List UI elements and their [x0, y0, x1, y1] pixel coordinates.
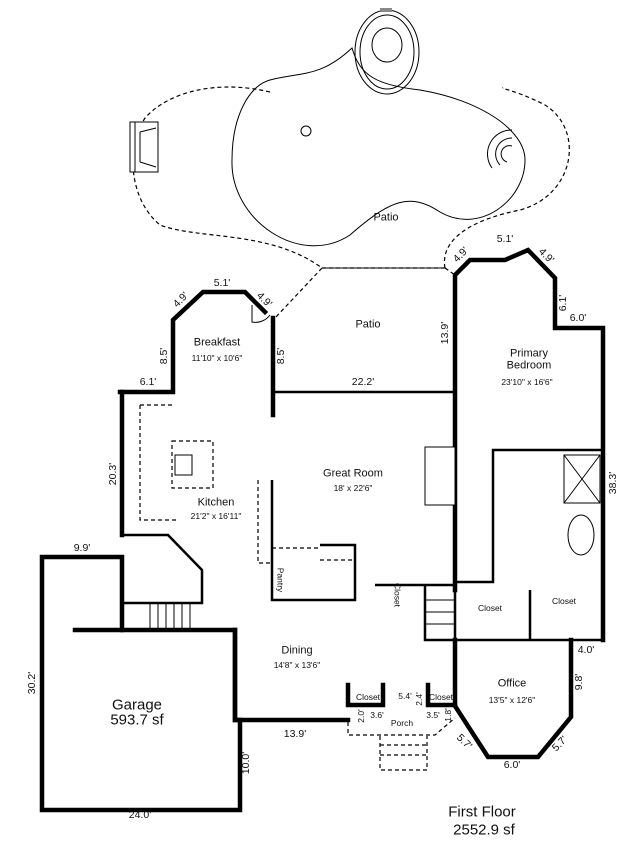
dim-bedroom-step: 6.0': [569, 311, 587, 324]
office-size: 13'5" x 12'6": [488, 694, 536, 705]
bathtub: [567, 514, 595, 556]
pool-outline: [231, 47, 526, 247]
dining-label: Dining: [281, 644, 313, 657]
garage-area: 593.7 sf: [110, 711, 164, 729]
primary-bedroom-size: 23'10" x 16'6": [501, 376, 553, 387]
great-room-size: 18' x 22'6": [333, 482, 373, 493]
dim-dining-bottom: 13.9': [283, 727, 307, 740]
spa-inner: [359, 14, 415, 90]
closet-1-label: Closet: [477, 602, 503, 613]
dim-porch-left-width: 3.6': [370, 709, 384, 720]
pool-steps: [486, 129, 513, 169]
floor-title: First Floor: [448, 803, 516, 821]
dim-porch-left-depth: 2.0': [355, 709, 366, 723]
cooktop-icon: [174, 454, 193, 476]
spa-jet: [380, 8, 392, 12]
patio-outer-label: Patio: [373, 211, 399, 224]
kitchen-size: 21'2" x 16'11": [190, 510, 242, 521]
dim-porch-right-depth: 2.4': [413, 692, 424, 706]
dim-porch-right-width: 3.5': [426, 709, 440, 720]
dim-east-wall: 38.3': [606, 471, 619, 495]
great-room-label: Great Room: [323, 467, 383, 480]
dim-kitchen-top: 6.1': [139, 375, 157, 388]
shower: [563, 454, 601, 504]
bedroom-wall: [452, 247, 606, 643]
fireplace: [424, 446, 456, 506]
dim-garage-left: 30.2': [25, 671, 38, 695]
garage-wall: [39, 554, 243, 813]
breakfast-door: [251, 305, 271, 323]
dim-porch-right-small: 1.8': [442, 708, 453, 722]
primary-bedroom-label-1: Primary: [510, 347, 548, 360]
porch-label: Porch: [390, 717, 414, 728]
dim-kitchen-left: 20.3': [106, 462, 119, 486]
kitchen-label: Kitchen: [197, 496, 235, 509]
dim-office-step: 4.0': [577, 643, 595, 656]
dim-patio-right: 13.9': [438, 321, 451, 345]
spa-outer: [354, 9, 420, 95]
breakfast-label: Breakfast: [193, 336, 241, 349]
closet-hall-label: Closet: [392, 582, 403, 608]
dim-porch-mid: 5.4': [398, 690, 412, 701]
dim-garage-bottom: 24.0': [128, 808, 152, 821]
garage-label: Garage: [111, 696, 163, 714]
kitchen-island: [171, 440, 214, 489]
patio-covered-label: Patio: [355, 318, 381, 331]
dim-breakfast-top: 5.1': [213, 276, 231, 289]
pantry-label: Pantry: [275, 567, 286, 593]
dim-garage-top: 9.9': [73, 541, 91, 554]
primary-bedroom-label-2: Bedroom: [506, 359, 552, 372]
dim-breakfast-left: 8.5': [157, 347, 170, 365]
office-wall: [452, 637, 574, 760]
dining-size: 14'8" x 13'6": [273, 659, 321, 670]
spa-seat: [371, 27, 403, 63]
outdoor-fireplace: [129, 121, 159, 173]
dim-bedroom-top: 5.1': [496, 232, 514, 245]
floor-area: 2552.9 sf: [453, 821, 515, 839]
dim-office-right: 9.8': [572, 673, 585, 691]
pool-drain: [300, 125, 312, 137]
dim-patio-bottom: 22.2': [351, 375, 375, 388]
dim-office-bottom: 6.0': [503, 758, 521, 771]
dim-bedroom-right-upper: 6.1': [556, 294, 569, 312]
closet-porch-left-label: Closet: [355, 691, 381, 702]
dim-breakfast-right: 8.5': [274, 347, 287, 365]
office-label: Office: [497, 677, 527, 690]
outer-patio-boundary: [132, 86, 570, 269]
closet-2-label: Closet: [551, 595, 577, 606]
breakfast-wall: [117, 289, 269, 395]
closet-porch-right-label: Closet: [428, 691, 454, 702]
breakfast-size: 11'10" x 10'6": [191, 352, 243, 363]
dim-garage-right: 10.0': [239, 751, 252, 775]
